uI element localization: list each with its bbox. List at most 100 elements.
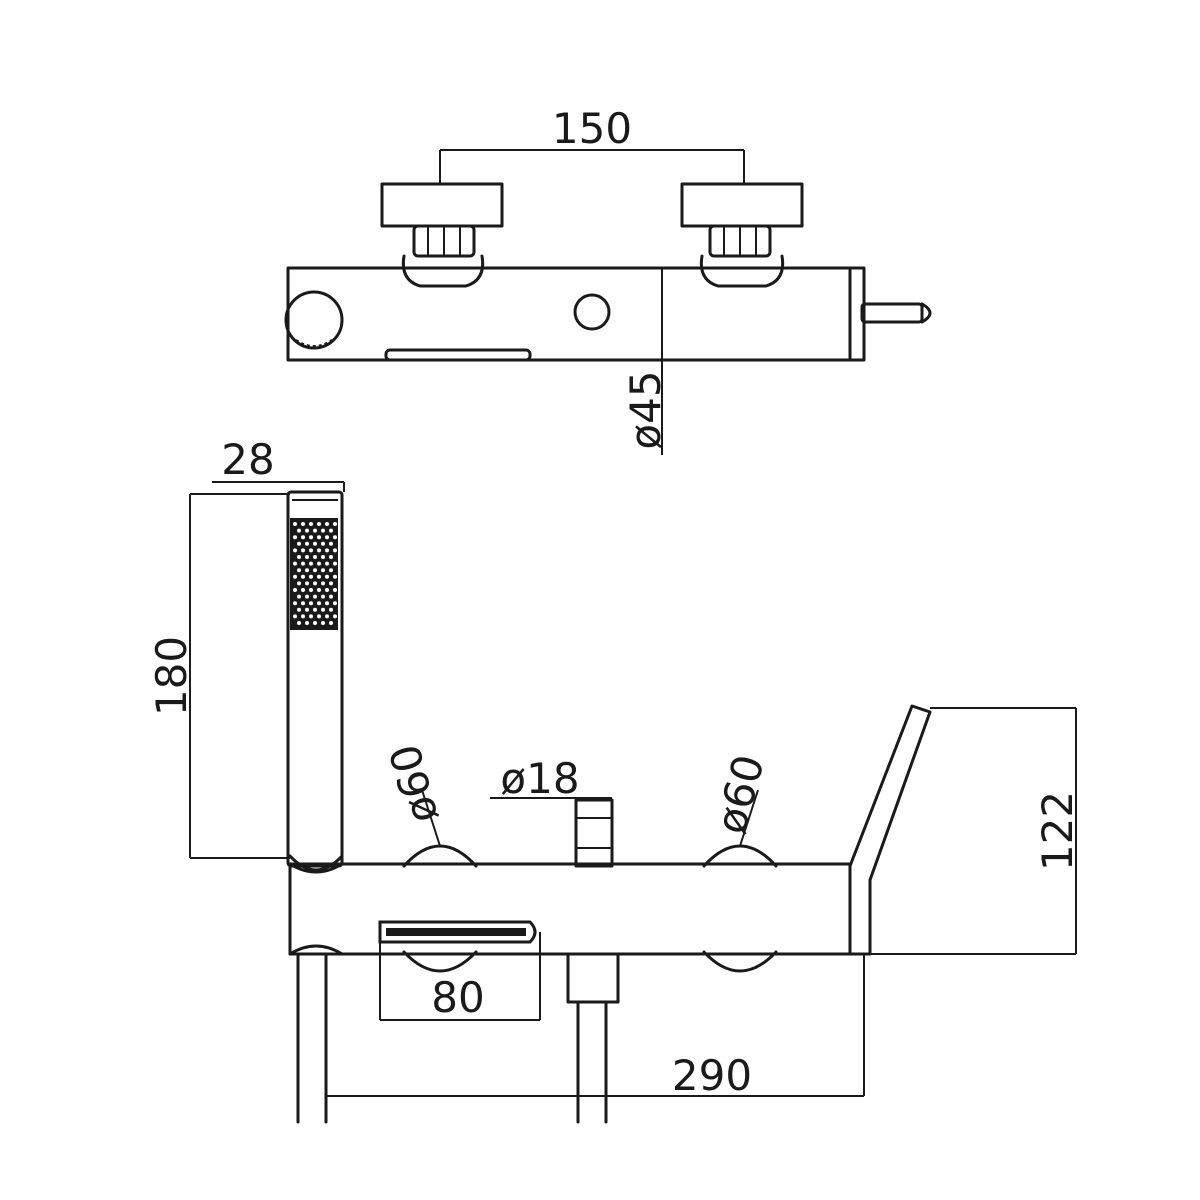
top-left-handle [380, 182, 504, 288]
nozzle [329, 555, 333, 559]
nozzle [317, 548, 321, 553]
nozzle [325, 614, 329, 619]
front-view: 28 180 [147, 435, 1082, 1124]
nozzle [297, 555, 301, 559]
nozzle [305, 568, 309, 573]
nozzle [293, 561, 297, 566]
nozzle [293, 614, 297, 619]
nozzle [293, 601, 297, 606]
nozzle [329, 607, 333, 612]
dim-handle-spacing-label: 150 [552, 104, 632, 153]
nozzle [297, 607, 301, 612]
dim-spout-height: 122 [870, 707, 1082, 955]
nozzle [321, 621, 325, 625]
dim-total-length: 290 [326, 954, 865, 1100]
nozzle [329, 568, 333, 573]
dim-diverter-label: ø18 [500, 754, 579, 803]
nozzle [313, 594, 317, 599]
dim-handshower-width-label: 28 [221, 435, 274, 484]
nozzle [293, 588, 297, 592]
spray-nozzles [293, 522, 337, 625]
nozzle [301, 535, 305, 540]
nozzle [297, 568, 301, 573]
top-body: ø45 [284, 266, 932, 455]
nozzle [333, 561, 337, 566]
nozzle [325, 588, 329, 592]
mixer-body [288, 862, 852, 956]
nozzle [297, 528, 301, 533]
dim-body-diameter-label: ø45 [621, 370, 670, 449]
nozzle [293, 574, 297, 579]
nozzle [313, 555, 317, 559]
nozzle [333, 548, 337, 553]
nozzle [301, 601, 305, 606]
nozzle [333, 535, 337, 540]
nozzle [309, 522, 313, 526]
nozzle [317, 574, 321, 579]
top-right-handle [680, 182, 804, 288]
spray-face [290, 518, 338, 630]
nozzle [293, 522, 297, 526]
nozzle [293, 535, 297, 540]
lever [848, 704, 932, 956]
dim-handshower-width: 28 [212, 435, 345, 492]
hose [296, 952, 328, 1124]
nozzle [317, 588, 321, 592]
dim-right-knob-label: ø60 [706, 750, 774, 839]
dim-handshower-length: 180 [147, 493, 290, 859]
hand-shower [286, 490, 344, 872]
nozzle [301, 588, 305, 592]
diverter [574, 798, 614, 868]
nozzle [325, 548, 329, 553]
nozzle [317, 561, 321, 566]
dim-right-knob: ø60 [706, 750, 774, 847]
nozzle [325, 574, 329, 579]
nozzle [297, 621, 301, 625]
nozzle [309, 601, 313, 606]
nozzle [317, 614, 321, 619]
nozzle [309, 548, 313, 553]
nozzle [321, 568, 325, 573]
nozzle [321, 581, 325, 586]
nozzle [333, 601, 337, 606]
nozzle [309, 535, 313, 540]
nozzle [321, 607, 325, 612]
nozzle [333, 614, 337, 619]
dim-left-knob: ø60 [380, 739, 448, 847]
nozzle [321, 541, 325, 546]
dim-diverter: ø18 [490, 754, 612, 803]
nozzle [329, 594, 333, 599]
dim-left-knob-label: ø60 [380, 739, 448, 828]
nozzle [329, 541, 333, 546]
nozzle [329, 581, 333, 586]
nozzle [301, 548, 305, 553]
dim-handshower-length-label: 180 [147, 636, 196, 716]
dim-spout-width-label: 80 [431, 973, 484, 1022]
nozzle [301, 574, 305, 579]
nozzle [333, 522, 337, 526]
nozzle [321, 555, 325, 559]
dim-spout-height-label: 122 [1033, 791, 1082, 871]
nozzle [333, 574, 337, 579]
nozzle [313, 581, 317, 586]
nozzle [325, 561, 329, 566]
nozzle [309, 561, 313, 566]
nozzle [313, 621, 317, 625]
shower-outlet [566, 952, 620, 1124]
nozzle [321, 594, 325, 599]
nozzle [313, 541, 317, 546]
nozzle [313, 607, 317, 612]
nozzle [313, 528, 317, 533]
nozzle [293, 548, 297, 553]
nozzle [297, 541, 301, 546]
nozzle [325, 535, 329, 540]
top-view: 150 [284, 104, 932, 455]
nozzle [317, 522, 321, 526]
nozzle [301, 561, 305, 566]
nozzle [305, 581, 309, 586]
nozzle [321, 528, 325, 533]
nozzle [325, 601, 329, 606]
nozzle [305, 594, 309, 599]
nozzle [309, 614, 313, 619]
